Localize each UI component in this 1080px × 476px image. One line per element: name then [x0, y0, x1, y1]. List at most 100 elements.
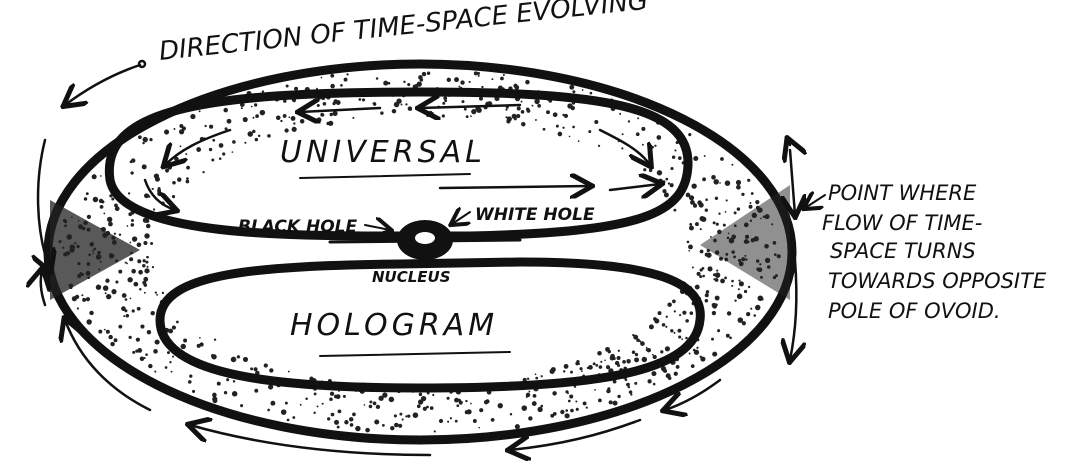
speckle — [595, 363, 599, 367]
speckle — [329, 112, 333, 117]
speckle — [627, 120, 631, 123]
speckle — [463, 107, 467, 111]
speckle — [178, 129, 185, 135]
speckle — [621, 133, 624, 136]
speckle — [525, 79, 530, 85]
speckle — [685, 336, 688, 340]
speckle — [540, 404, 544, 408]
speckle — [671, 155, 676, 159]
speckle — [568, 135, 571, 138]
speckle — [674, 149, 677, 152]
speckle — [428, 98, 434, 103]
speckle — [636, 338, 640, 343]
speckle — [535, 118, 537, 121]
speckle — [454, 419, 458, 423]
speckle — [521, 405, 528, 411]
speckle — [647, 379, 652, 384]
speckle — [332, 102, 336, 106]
speckle — [477, 74, 480, 77]
speckle — [724, 180, 731, 186]
speckle — [505, 108, 508, 111]
speckle — [286, 418, 290, 422]
speckle — [131, 309, 135, 313]
speckle — [218, 157, 222, 160]
speckle — [169, 361, 172, 364]
speckle — [747, 285, 751, 289]
speckle — [704, 208, 708, 212]
speckle — [398, 423, 403, 428]
speckle — [174, 158, 177, 160]
annotation-arrow — [805, 195, 826, 208]
speckle — [714, 272, 721, 278]
speckle — [535, 376, 539, 380]
speckle — [612, 379, 617, 384]
speckle — [652, 382, 656, 386]
speckle — [388, 396, 395, 403]
speckle — [131, 218, 134, 222]
speckle — [283, 99, 287, 103]
speckle — [686, 240, 690, 244]
speckle — [418, 392, 423, 397]
speckle — [598, 398, 602, 403]
nucleus-core — [415, 232, 435, 244]
speckle — [252, 116, 255, 119]
speckle — [131, 268, 136, 274]
speckle — [208, 147, 213, 152]
speckle — [612, 400, 618, 406]
speckle — [617, 394, 621, 399]
speckle — [528, 390, 531, 393]
speckle — [138, 269, 143, 275]
speckle — [254, 137, 259, 142]
speckle — [633, 334, 639, 340]
speckle — [330, 83, 335, 89]
speckle — [557, 131, 563, 137]
speckle — [511, 113, 517, 119]
speckle — [142, 217, 149, 223]
speckle — [713, 179, 719, 185]
speckle — [291, 126, 297, 132]
speckle — [142, 259, 146, 263]
speckle — [114, 203, 118, 208]
speckle — [145, 260, 149, 264]
speckle — [600, 360, 603, 363]
speckle — [136, 242, 142, 248]
speckle — [172, 355, 175, 358]
speckle — [433, 430, 436, 433]
label-nucleus: NUCLEUS — [372, 268, 451, 286]
speckle — [222, 152, 226, 156]
speckle — [280, 119, 283, 123]
speckle — [124, 261, 127, 264]
speckle — [189, 374, 193, 378]
speckle — [180, 343, 186, 350]
speckle — [142, 264, 146, 268]
speckle — [183, 338, 188, 343]
speckle — [313, 411, 316, 415]
speckle — [131, 236, 138, 242]
speckle — [734, 299, 737, 302]
speckle — [421, 71, 427, 77]
speckle — [322, 102, 327, 106]
speckle — [391, 108, 397, 114]
speckle — [380, 111, 384, 115]
speckle — [576, 359, 580, 364]
speckle — [705, 198, 708, 201]
speckle — [152, 208, 156, 211]
speckle — [292, 416, 296, 419]
speckle — [500, 76, 504, 81]
speckle — [616, 355, 621, 360]
speckle — [667, 302, 672, 307]
speckle — [121, 306, 126, 312]
speckle — [240, 107, 243, 110]
speckle — [696, 346, 699, 349]
speckle — [667, 182, 671, 185]
speckle — [185, 179, 190, 184]
speckle — [253, 367, 258, 372]
left-pole-funnel — [50, 200, 140, 300]
speckle — [447, 420, 450, 423]
speckle — [656, 170, 663, 176]
speckle — [358, 98, 362, 101]
speckle — [678, 335, 682, 339]
speckle — [330, 73, 335, 78]
speckle — [139, 288, 142, 291]
